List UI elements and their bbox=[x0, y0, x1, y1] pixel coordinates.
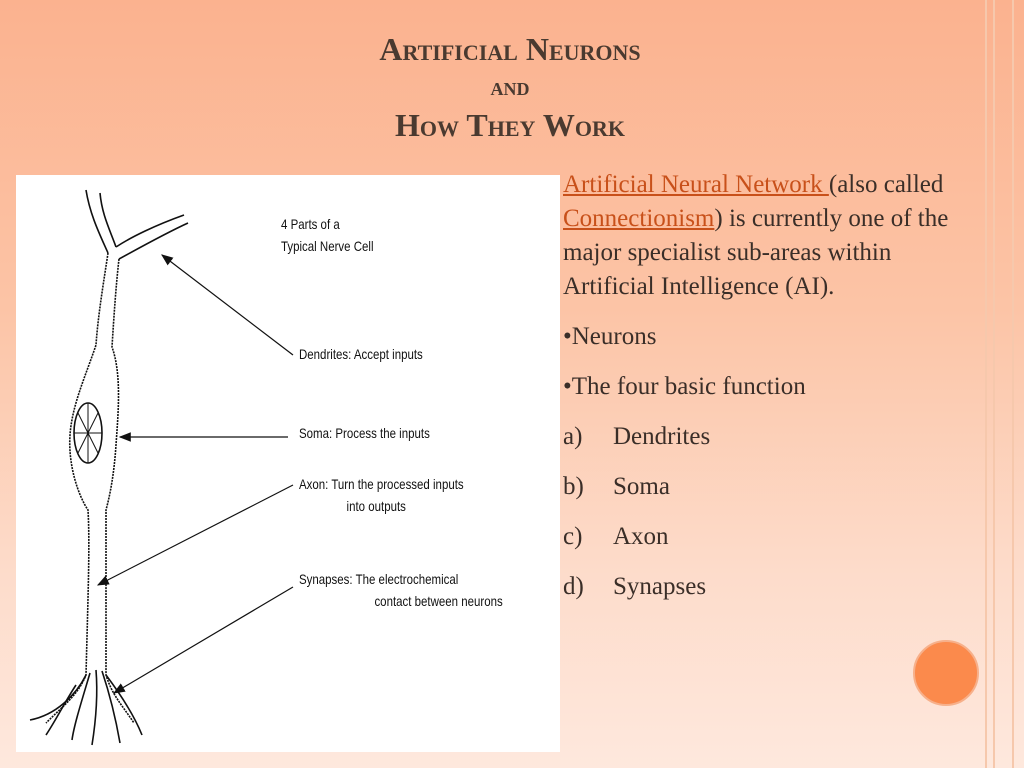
connectionism-link[interactable]: Connectionism bbox=[563, 205, 715, 232]
list-marker: a) bbox=[563, 423, 583, 450]
axon-label-line-2: into outputs bbox=[346, 498, 406, 514]
figure-header-line-2: Typical Nerve Cell bbox=[281, 238, 374, 254]
figure-header: 4 Parts of a Typical Nerve Cell bbox=[281, 213, 374, 257]
bullet-functions: •The four basic function bbox=[563, 373, 806, 400]
list-marker: c) bbox=[563, 523, 583, 550]
list-item: a) Dendrites bbox=[563, 420, 983, 454]
nerve-cell-figure: 4 Parts of a Typical Nerve Cell Dendrite… bbox=[16, 175, 560, 752]
soma-label: Soma: Process the inputs bbox=[299, 425, 430, 441]
figure-header-line-1: 4 Parts of a bbox=[281, 216, 340, 232]
dendrite-branch bbox=[99, 192, 117, 248]
synapses-label-line-2: contact between neurons bbox=[374, 593, 503, 609]
ann-link[interactable]: Artificial Neural Network bbox=[563, 171, 829, 198]
list-item: c) Axon bbox=[563, 520, 983, 554]
list-marker: d) bbox=[563, 573, 584, 600]
title-line-2: and bbox=[490, 72, 530, 101]
neuron-drawing bbox=[29, 189, 294, 746]
list-text: Synapses bbox=[613, 573, 707, 600]
dendrite-branch bbox=[85, 189, 109, 254]
axon-arrow bbox=[96, 484, 294, 586]
intro-text-2: ) is currently one of the major speciali… bbox=[563, 205, 949, 300]
intro-text-1: (also called bbox=[828, 171, 944, 198]
content-text: Artificial Neural Network (also called C… bbox=[563, 168, 983, 620]
slide-title: Artificial Neurons and How They Work bbox=[210, 30, 810, 144]
bullet-neurons: •Neurons bbox=[563, 323, 657, 350]
synapses-label-line-1: Synapses: The electrochemical bbox=[299, 571, 459, 587]
axon-label: Axon: Turn the processed inputs into out… bbox=[299, 473, 464, 517]
dendrites-arrow bbox=[161, 254, 294, 356]
synapses-label: Synapses: The electrochemical contact be… bbox=[299, 568, 503, 612]
decorative-circle bbox=[913, 640, 979, 706]
list-text: Soma bbox=[613, 473, 670, 500]
dendrites-label: Dendrites: Accept inputs bbox=[299, 346, 423, 362]
frame-line bbox=[993, 0, 995, 768]
title-line-3: How They Work bbox=[395, 107, 625, 143]
frame-line bbox=[985, 0, 987, 768]
synapses-arrow bbox=[112, 586, 294, 694]
dendrite-branch bbox=[115, 214, 185, 248]
list-text: Axon bbox=[613, 523, 669, 550]
list-text: Dendrites bbox=[613, 423, 711, 450]
list-item: b) Soma bbox=[563, 470, 983, 504]
dendrite-branch bbox=[118, 222, 189, 260]
title-line-1: Artificial Neurons bbox=[379, 31, 641, 67]
frame-line bbox=[1012, 0, 1014, 768]
list-marker: b) bbox=[563, 473, 584, 500]
axon-label-line-1: Axon: Turn the processed inputs bbox=[299, 476, 464, 492]
intro-paragraph: Artificial Neural Network (also called C… bbox=[563, 168, 983, 304]
list-item: d) Synapses bbox=[563, 570, 983, 604]
